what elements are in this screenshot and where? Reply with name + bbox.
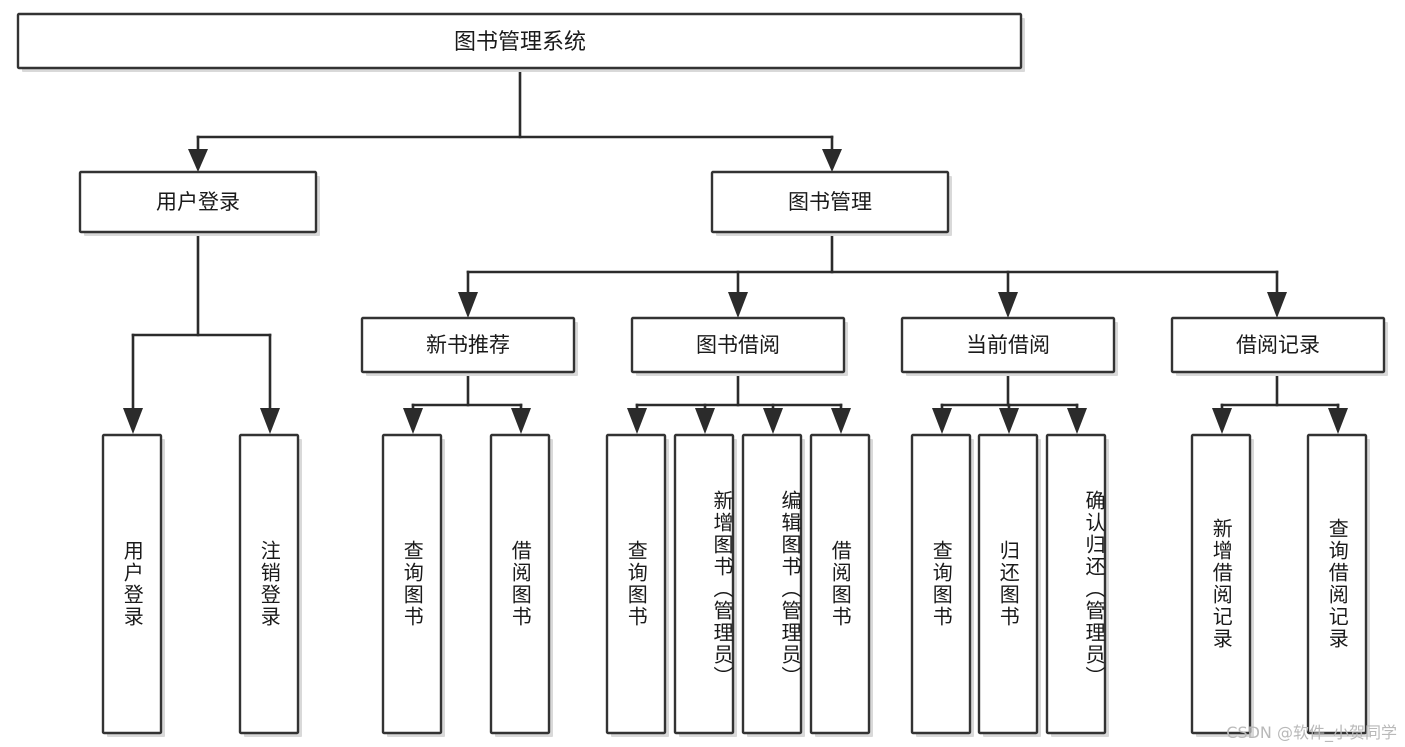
node-leaf-user-login[interactable] xyxy=(101,433,165,737)
node-user-login[interactable]: 用户登录 xyxy=(78,170,320,236)
node-book-manage-label: 图书管理 xyxy=(788,190,872,214)
connector-layer xyxy=(123,68,1348,434)
node-new-book-rec-label: 新书推荐 xyxy=(426,333,510,357)
node-leaf-cur-return[interactable] xyxy=(977,433,1041,737)
node-leaf-rec-query[interactable] xyxy=(381,433,445,737)
arrow-head-borrow-record xyxy=(1267,292,1287,318)
arrow-head-leaf-borrow-add xyxy=(695,408,715,434)
node-leaf-borrow-query[interactable] xyxy=(605,433,669,737)
node-leaf-borrow-add[interactable] xyxy=(673,433,737,737)
node-borrow-record-label: 借阅记录 xyxy=(1236,333,1320,357)
arrow-head-leaf-user-logout xyxy=(260,408,280,434)
arrow-head-leaf-cur-return xyxy=(999,408,1019,434)
arrow-head-leaf-borrow-query xyxy=(627,408,647,434)
arrow-head-current-borrow xyxy=(998,292,1018,318)
arrow-head-book-borrow xyxy=(728,292,748,318)
node-leaf-cur-query[interactable] xyxy=(910,433,974,737)
arrow-head-bookmanage xyxy=(822,149,842,172)
node-leaf-cur-confirm[interactable] xyxy=(1045,433,1109,737)
arrow-head-leaf-cur-confirm xyxy=(1067,408,1087,434)
node-current-borrow[interactable]: 当前借阅 xyxy=(900,316,1118,376)
node-book-manage[interactable]: 图书管理 xyxy=(710,170,952,236)
arrow-head-leaf-rec-query xyxy=(403,408,423,434)
node-leaf-rec-borrow[interactable] xyxy=(489,433,553,737)
node-leaf-rec-query2[interactable] xyxy=(1306,433,1370,737)
node-leaf-user-logout[interactable] xyxy=(238,433,302,737)
arrow-head-leaf-borrow-edit xyxy=(763,408,783,434)
node-book-borrow-label: 图书借阅 xyxy=(696,333,780,357)
arrow-head-leaf-cur-query xyxy=(932,408,952,434)
arrow-head-userlogin xyxy=(188,149,208,172)
arrow-head-leaf-rec-query2 xyxy=(1328,408,1348,434)
node-borrow-record[interactable]: 借阅记录 xyxy=(1170,316,1388,376)
node-leaf-rec-add[interactable] xyxy=(1190,433,1254,737)
node-root-label: 图书管理系统 xyxy=(454,30,586,55)
arrow-head-leaf-rec-borrow xyxy=(511,408,531,434)
arrow-head-leaf-user-login xyxy=(123,408,143,434)
node-book-borrow[interactable]: 图书借阅 xyxy=(630,316,848,376)
arrow-head-leaf-rec-add xyxy=(1212,408,1232,434)
node-root[interactable]: 图书管理系统 xyxy=(16,12,1025,72)
node-leaf-borrow-do[interactable] xyxy=(809,433,873,737)
node-user-login-label: 用户登录 xyxy=(156,190,240,214)
node-layer: 图书管理系统 用户登录 图书管理 新书推荐 xyxy=(16,12,1388,737)
node-leaf-borrow-edit[interactable] xyxy=(741,433,805,737)
arrow-head-new-book-rec xyxy=(458,292,478,318)
arrow-head-leaf-borrow-do xyxy=(831,408,851,434)
watermark: CSDN @软件_小贺同学 xyxy=(1226,723,1397,742)
node-new-book-rec[interactable]: 新书推荐 xyxy=(360,316,578,376)
node-current-borrow-label: 当前借阅 xyxy=(966,333,1050,357)
